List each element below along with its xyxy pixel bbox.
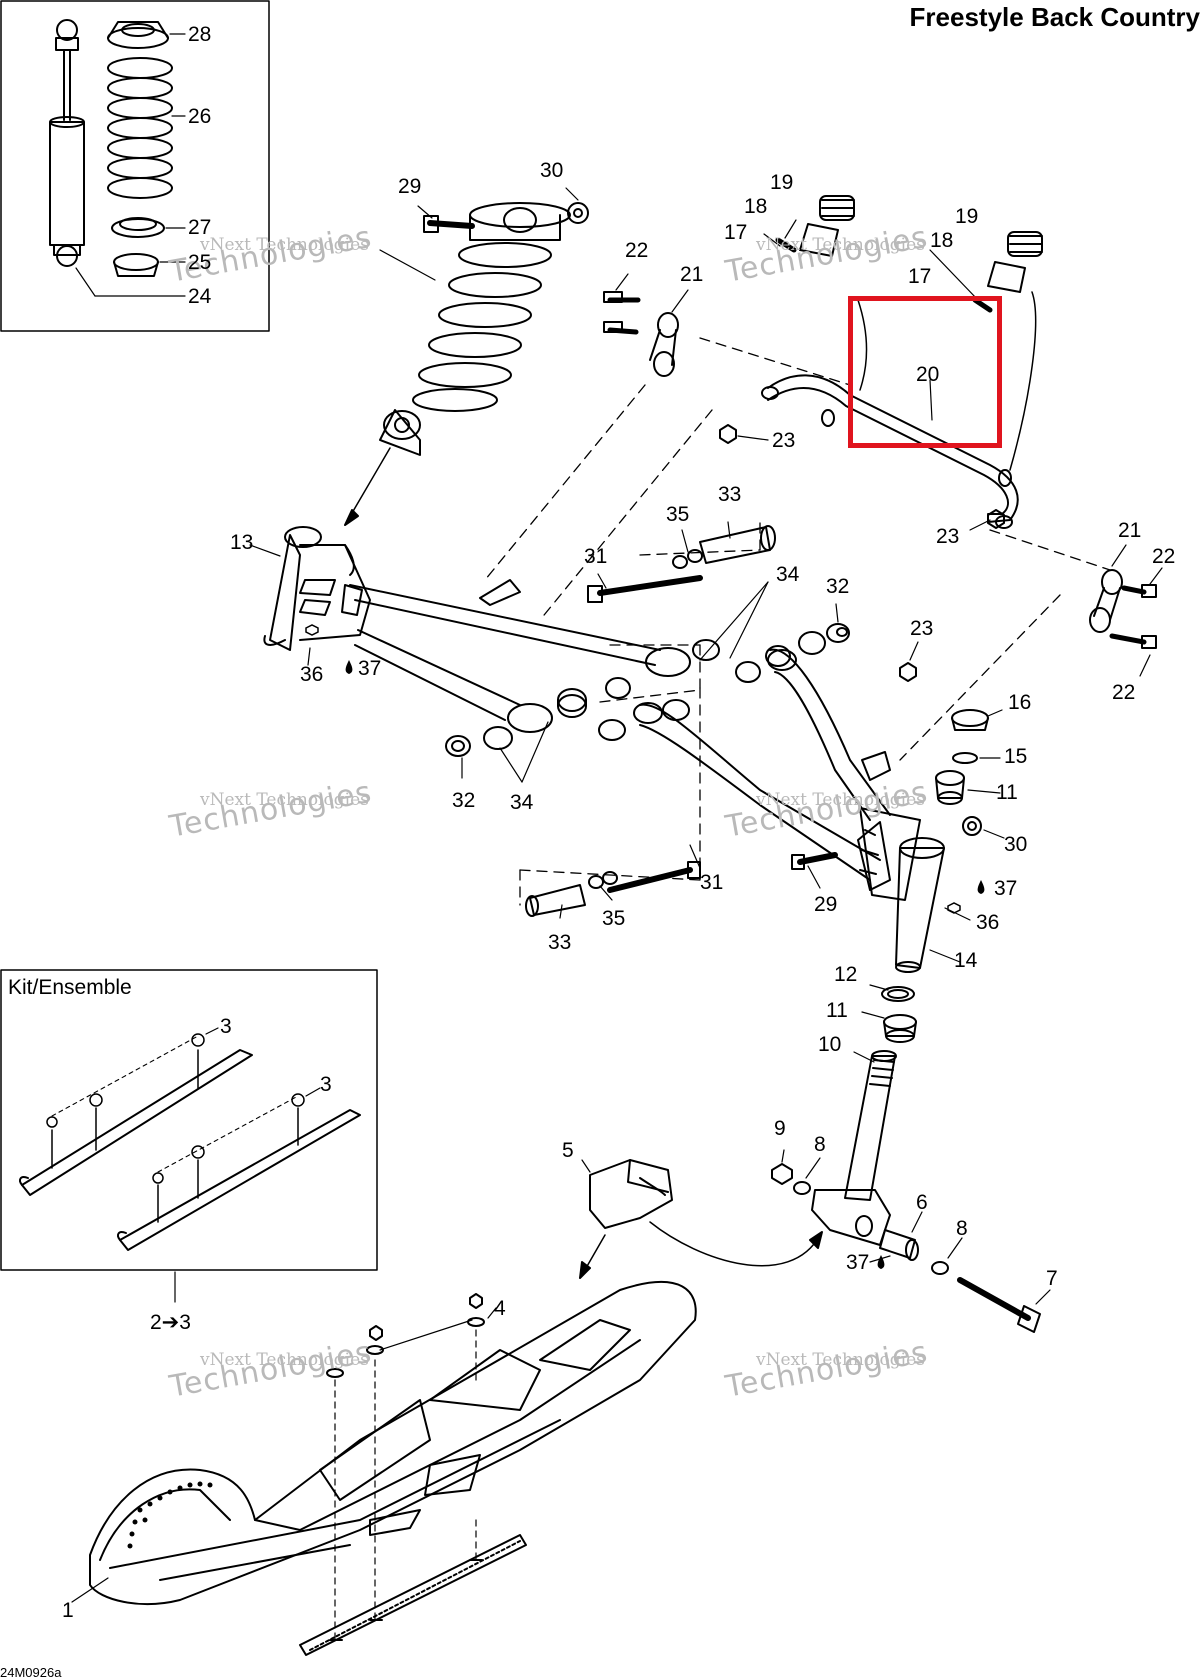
inset-spring [107, 21, 173, 277]
callout-37-left: 37 [358, 657, 382, 680]
callout-17-right: 17 [908, 265, 932, 288]
callout-15: 15 [1004, 745, 1028, 768]
callout-29-top: 29 [398, 175, 422, 198]
figure-code: 24M0926a [0, 1665, 62, 1680]
callout-34-lower: 34 [510, 791, 534, 814]
callout-18-left: 18 [744, 195, 768, 218]
callout-5: 5 [562, 1139, 574, 1162]
callout-4: 4 [494, 1297, 506, 1320]
callout-23-mid: 23 [910, 617, 934, 640]
callout-31-upper: 31 [584, 545, 608, 568]
callout-33-upper: 33 [718, 483, 742, 506]
callout-11-upper: 11 [996, 781, 1018, 804]
callout-26: 26 [188, 105, 212, 128]
callout-8-upper: 8 [814, 1133, 826, 1156]
callout-21-left: 21 [680, 263, 704, 286]
callout-29-lower: 29 [814, 893, 838, 916]
callout-22-right-lower: 22 [1112, 681, 1136, 704]
callout-30-top: 30 [540, 159, 564, 182]
callout-11-lower: 11 [826, 999, 848, 1022]
grease-drop-icons [345, 660, 985, 1269]
inset-shock-absorber [49, 19, 85, 267]
callout-37-right: 37 [994, 877, 1018, 900]
callout-36-left: 36 [300, 663, 324, 686]
upper-a-arm-frame [263, 526, 691, 733]
ski-bumper [589, 1159, 673, 1229]
callout-30-lower: 30 [1004, 833, 1028, 856]
callout-35-upper: 35 [666, 503, 690, 526]
callout-33-lower: 33 [548, 931, 572, 954]
callout-27: 27 [188, 216, 212, 239]
callout-19-right: 19 [955, 205, 979, 228]
callout-13: 13 [230, 531, 254, 554]
callout-9: 9 [774, 1117, 786, 1140]
callout-34-upper: 34 [776, 563, 800, 586]
callout-19-left: 19 [770, 171, 794, 194]
callout-14: 14 [954, 949, 978, 972]
callout-31-lower: 31 [700, 871, 724, 894]
callout-22-right-upper: 22 [1152, 545, 1176, 568]
callout-36-right: 36 [976, 911, 1000, 934]
callout-18-right: 18 [930, 229, 954, 252]
callout-16: 16 [1008, 691, 1032, 714]
callout-1: 1 [62, 1599, 74, 1622]
callout-23-right: 23 [936, 525, 960, 548]
callout-3-upper: 3 [220, 1015, 232, 1038]
callout-17-left: 17 [724, 221, 748, 244]
kit-reference: 2➔3 [150, 1311, 191, 1334]
callout-32-left: 32 [452, 789, 476, 812]
callout-6: 6 [916, 1191, 928, 1214]
ski [89, 1281, 697, 1606]
callout-3-lower: 3 [320, 1073, 332, 1096]
callout-24: 24 [188, 285, 212, 308]
callout-25: 25 [188, 251, 212, 274]
callout-7: 7 [1046, 1267, 1058, 1290]
callout-32-right: 32 [826, 575, 850, 598]
lower-a-arm [633, 648, 945, 973]
main-shock-absorber [379, 202, 571, 456]
callout-21-right: 21 [1118, 519, 1142, 542]
callout-23-upper: 23 [772, 429, 796, 452]
highlight-box-part-20 [848, 296, 1002, 448]
callout-8-lower: 8 [956, 1217, 968, 1240]
callout-28: 28 [188, 23, 212, 46]
callout-20: 20 [916, 363, 940, 386]
page-title: Freestyle Back Country [909, 2, 1200, 32]
callout-35-lower: 35 [602, 907, 626, 930]
callout-22-left: 22 [625, 239, 649, 262]
callout-12: 12 [834, 963, 858, 986]
callout-37-lower: 37 [846, 1251, 870, 1274]
kit-label: Kit/Ensemble [8, 976, 132, 999]
callout-10: 10 [818, 1033, 842, 1056]
